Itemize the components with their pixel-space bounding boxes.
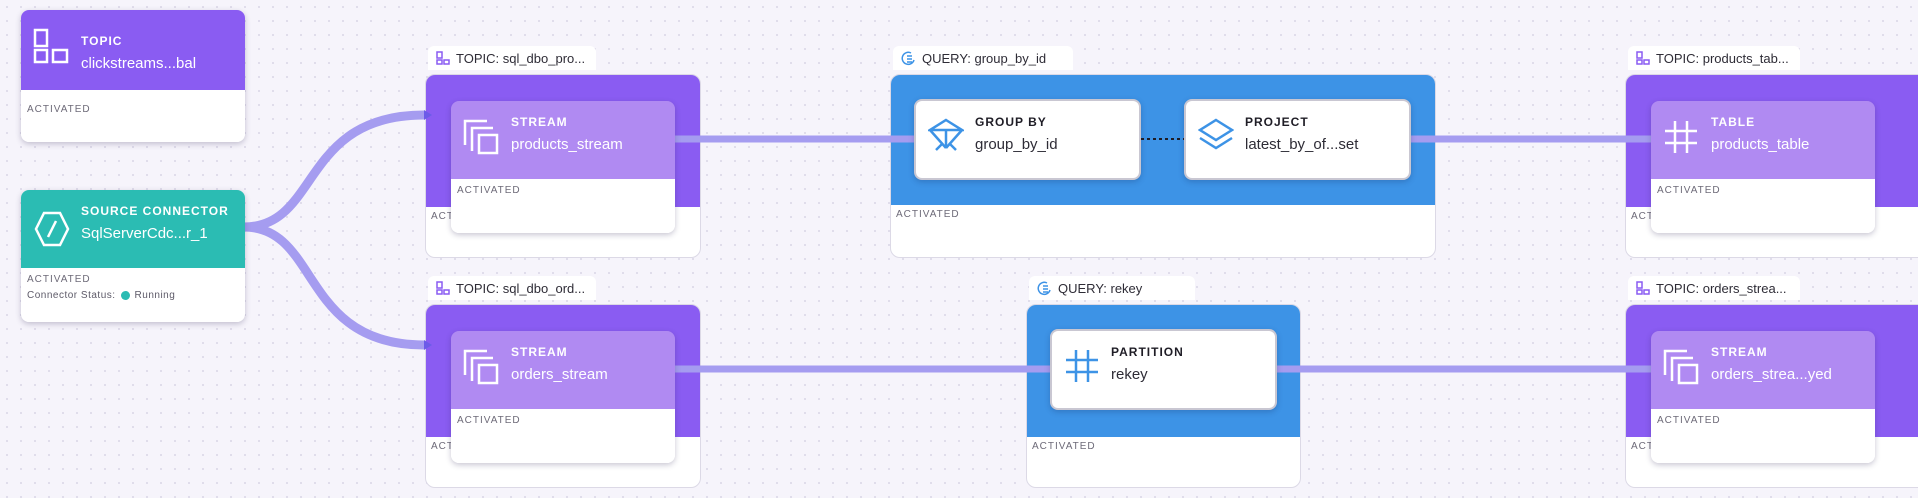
topic-clickstreams-node[interactable]: TOPIC clickstreams...bal ACTIVATED: [21, 10, 245, 142]
orders-stream-node[interactable]: STREAM orders_stream ACTIVATED: [451, 331, 675, 463]
edge-connector-to-products: [243, 110, 425, 232]
node-name: products_table: [1711, 136, 1810, 153]
node-type: STREAM: [511, 115, 568, 129]
partition-node[interactable]: PARTITION rekey: [1050, 329, 1277, 410]
node-status: ACTIVATED: [1657, 185, 1721, 196]
project-layers-icon: [1198, 118, 1234, 150]
topic-icon: [33, 28, 69, 64]
node-name: group_by_id: [975, 136, 1058, 153]
group-label: TOPIC: sql_dbo_ord...: [456, 280, 586, 296]
topic-icon: [1636, 281, 1650, 295]
group-label: TOPIC: products_tab...: [1656, 50, 1789, 66]
node-type: PROJECT: [1245, 115, 1309, 129]
edge-connector-to-orders: [243, 222, 425, 350]
node-type: TOPIC: [81, 34, 123, 48]
node-status: ACTIVATED: [457, 415, 521, 426]
node-name: rekey: [1111, 366, 1148, 383]
node-status: ACTIVATED: [27, 274, 91, 285]
table-hash-icon: [1665, 121, 1697, 153]
group-label: QUERY: group_by_id: [922, 50, 1047, 66]
partition-hash-icon: [1066, 350, 1098, 382]
node-name: clickstreams...bal: [81, 55, 197, 72]
group-label: TOPIC: sql_dbo_pro...: [456, 50, 586, 66]
topic-orders-stream-tab[interactable]: TOPIC: orders_strea...: [1628, 276, 1800, 300]
node-name: SqlServerCdc...r_1: [81, 225, 208, 242]
node-type: STREAM: [1711, 345, 1768, 359]
stream-icon: [463, 349, 499, 385]
stream-icon: [463, 119, 499, 155]
topic-icon: [436, 51, 450, 65]
group-by-node[interactable]: GROUP BY group_by_id: [914, 99, 1141, 180]
group-status: ACTIVATED: [1032, 441, 1096, 452]
node-type: GROUP BY: [975, 115, 1047, 129]
topic-products-group-tab[interactable]: TOPIC: sql_dbo_pro...: [428, 46, 596, 70]
source-connector-node[interactable]: SOURCE CONNECTOR SqlServerCdc...r_1 ACTI…: [21, 190, 245, 322]
node-status: ACTIVATED: [457, 185, 521, 196]
node-status: ACTIVATED: [27, 104, 91, 115]
group-label: TOPIC: orders_strea...: [1656, 280, 1787, 296]
query-icon: [901, 51, 915, 65]
node-name: latest_by_of...set: [1245, 136, 1359, 153]
query-icon: [1037, 281, 1051, 295]
running-status-dot: [120, 291, 130, 300]
stream-icon: [1663, 349, 1699, 385]
products-table-node[interactable]: TABLE products_table ACTIVATED: [1651, 101, 1875, 233]
query-rekey-tab[interactable]: QUERY: rekey: [1029, 276, 1195, 300]
node-status: ACTIVATED: [1657, 415, 1721, 426]
group-by-icon: [928, 118, 964, 151]
products-stream-node[interactable]: STREAM products_stream ACTIVATED: [451, 101, 675, 233]
node-name: products_stream: [511, 136, 623, 153]
node-type: SOURCE CONNECTOR: [81, 204, 229, 218]
connector-status-label: Connector Status:: [27, 290, 116, 301]
topic-icon: [1636, 51, 1650, 65]
node-type: STREAM: [511, 345, 568, 359]
topic-products-table-tab[interactable]: TOPIC: products_tab...: [1628, 46, 1800, 70]
node-name: orders_stream: [511, 366, 608, 383]
topic-orders-group-tab[interactable]: TOPIC: sql_dbo_ord...: [428, 276, 596, 300]
connector-status: Connector Status: Running: [27, 290, 175, 301]
group-status: ACTIVATED: [896, 209, 960, 220]
topic-icon: [436, 281, 450, 295]
node-name: orders_strea...yed: [1711, 366, 1832, 383]
connector-icon: [34, 211, 70, 247]
orders-rekeyed-stream-node[interactable]: STREAM orders_strea...yed ACTIVATED: [1651, 331, 1875, 463]
node-type: PARTITION: [1111, 345, 1184, 359]
node-type: TABLE: [1711, 115, 1756, 129]
query-group-by-id-tab[interactable]: QUERY: group_by_id: [893, 46, 1073, 70]
project-node[interactable]: PROJECT latest_by_of...set: [1184, 99, 1411, 180]
group-label: QUERY: rekey: [1058, 280, 1143, 296]
connector-status-value: Running: [134, 290, 176, 301]
